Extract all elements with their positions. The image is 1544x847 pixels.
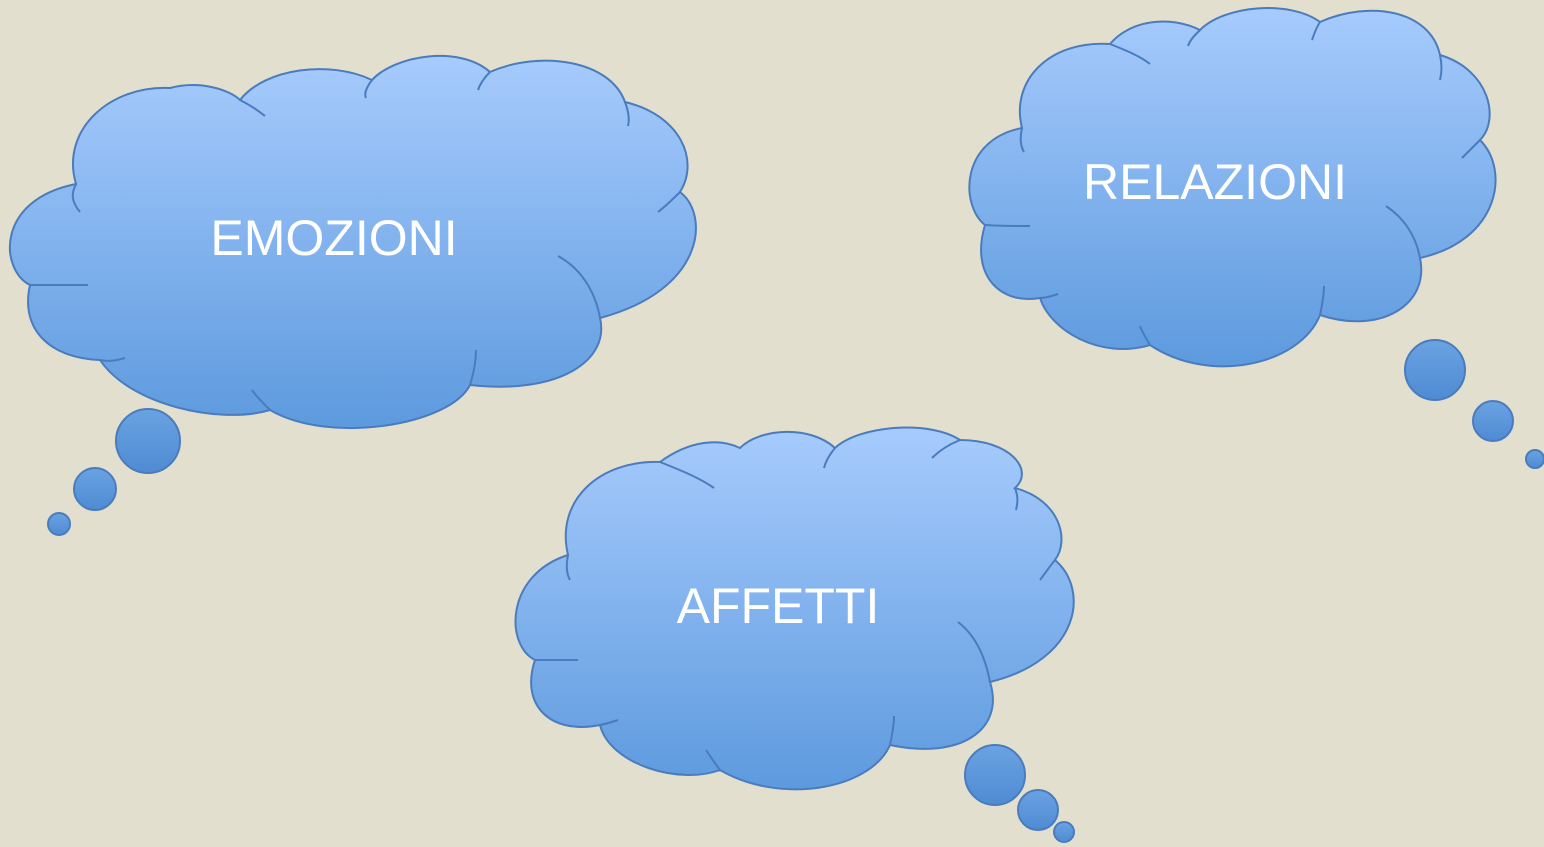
thought-bubble-small [1525,449,1544,469]
cloud-emozioni: EMOZIONI [9,54,697,536]
thought-bubble-large [1404,339,1466,401]
thought-bubble-medium [73,467,117,511]
cloud-affetti: AFFETTI [514,426,1075,843]
cloud-label-relazioni: RELAZIONI [1083,154,1347,210]
cloud-shape [514,426,1075,791]
thought-bubble-large [964,744,1026,806]
thought-bubble-medium [1472,400,1514,442]
cloud-label-affetti: AFFETTI [677,578,880,634]
thought-bubble-small [1053,821,1075,843]
thought-bubble-large [115,408,181,474]
thought-bubble-small [47,512,71,536]
cloud-relazioni: RELAZIONI [968,7,1544,469]
thought-bubble-medium [1017,789,1059,831]
cloud-label-emozioni: EMOZIONI [210,210,457,266]
